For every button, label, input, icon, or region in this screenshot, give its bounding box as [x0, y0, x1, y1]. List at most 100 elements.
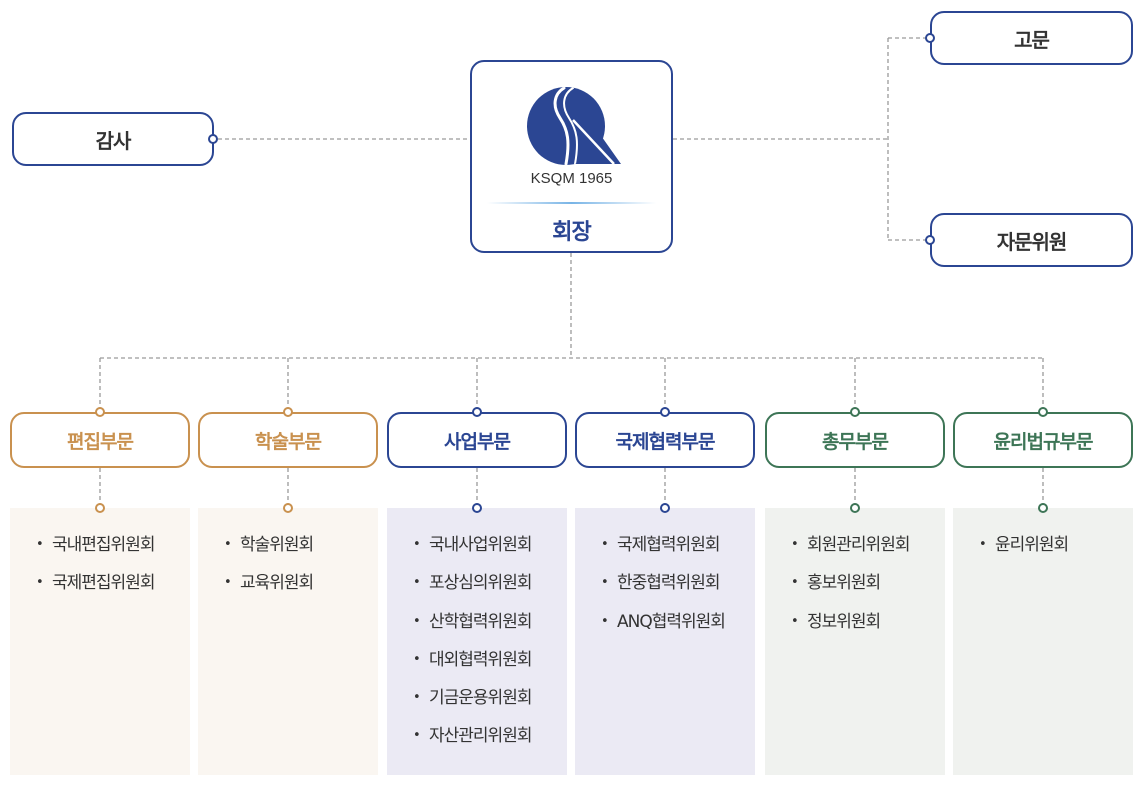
committee-label: 회원관리위원회 [807, 534, 910, 555]
committee-list: • 윤리위원회 [979, 526, 1133, 564]
bullet-icon: • [413, 651, 421, 667]
department-node[interactable]: 편집부문 [10, 412, 190, 468]
audit-node[interactable]: 감사 [12, 112, 214, 166]
committee-label: 산학협력위원회 [429, 611, 532, 632]
panel-top-connector-dot [283, 503, 293, 513]
department-node[interactable]: 학술부문 [198, 412, 378, 468]
committee-item[interactable]: • 정보위원회 [791, 603, 945, 641]
advisor-node[interactable]: 고문 [930, 11, 1133, 65]
committee-item[interactable]: • 산학협력위원회 [413, 603, 567, 641]
department-label: 편집부문 [67, 430, 134, 453]
dept-top-connector-dot [283, 407, 293, 417]
committee-item[interactable]: • 홍보위원회 [791, 564, 945, 602]
committee-label: ANQ협력위원회 [617, 611, 726, 632]
bullet-icon: • [601, 613, 609, 629]
committee-label: 교육위원회 [240, 573, 314, 593]
department-label: 총무부문 [822, 430, 889, 453]
committee-item[interactable]: • 국제협력위원회 [601, 526, 755, 564]
panel-top-connector-dot [850, 503, 860, 513]
committee-item[interactable]: • 한중협력위원회 [601, 564, 755, 602]
panel-top-connector-dot [95, 503, 105, 513]
bullet-icon: • [36, 575, 44, 591]
committee-label: 정보위원회 [807, 611, 881, 632]
committee-list: • 학술위원회 • 교육위원회 [224, 526, 378, 603]
bullet-icon: • [36, 537, 44, 552]
panel-top-connector-dot [660, 503, 670, 513]
department-label: 윤리법규부문 [993, 430, 1094, 453]
dept-top-connector-dot [660, 407, 670, 417]
divider [487, 202, 656, 204]
committee-label: 국내사업위원회 [429, 534, 532, 555]
committee-label: 윤리위원회 [995, 534, 1069, 555]
bullet-icon: • [601, 575, 609, 591]
dept-top-connector-dot [1038, 407, 1048, 417]
dept-top-connector-dot [95, 407, 105, 417]
bullet-icon: • [413, 537, 421, 552]
bullet-icon: • [224, 537, 232, 552]
advisor-connector-dot [925, 33, 935, 43]
audit-label: 감사 [95, 128, 132, 153]
committee-label: 국제협력위원회 [617, 534, 720, 555]
bullet-icon: • [791, 613, 799, 629]
committee-item[interactable]: • 회원관리위원회 [791, 526, 945, 564]
bullet-icon: • [413, 613, 421, 629]
bullet-icon: • [413, 690, 421, 705]
committee-panel: • 국제협력위원회 • 한중협력위원회 • ANQ협력위원회 [575, 508, 755, 775]
president-node[interactable]: KSQM 1965 회장 [470, 60, 673, 253]
advisory-committee-connector-dot [925, 235, 935, 245]
committee-label: 한중협력위원회 [617, 573, 720, 593]
committee-item[interactable]: • ANQ협력위원회 [601, 603, 755, 641]
department-label: 사업부문 [444, 430, 511, 453]
dept-top-connector-dot [472, 407, 482, 417]
committee-panel: • 국내편집위원회 • 국제편집위원회 [10, 508, 190, 775]
panel-top-connector-dot [472, 503, 482, 513]
bullet-icon: • [224, 575, 232, 591]
bullet-icon: • [413, 575, 421, 591]
committee-item[interactable]: • 국제편집위원회 [36, 564, 190, 602]
committee-label: 홍보위원회 [807, 573, 881, 593]
committee-list: • 국내편집위원회 • 국제편집위원회 [36, 526, 190, 603]
committee-label: 대외협력위원회 [429, 649, 532, 670]
department-node[interactable]: 총무부문 [765, 412, 945, 468]
committee-item[interactable]: • 윤리위원회 [979, 526, 1133, 564]
bullet-icon: • [979, 537, 987, 552]
bullet-icon: • [601, 537, 609, 552]
committee-list: • 국제협력위원회 • 한중협력위원회 • ANQ협력위원회 [601, 526, 755, 641]
committee-label: 포상심의위원회 [429, 573, 532, 593]
committee-label: 국제편집위원회 [52, 573, 155, 593]
logo-caption: KSQM 1965 [530, 170, 613, 187]
committee-item[interactable]: • 학술위원회 [224, 526, 378, 564]
committee-panel: • 국내사업위원회 • 포상심의위원회 • 산학협력위원회 • 대외협력위원회 • 기금운용위원회… [387, 508, 567, 775]
advisor-label: 고문 [1014, 27, 1050, 52]
committee-list: • 회원관리위원회 • 홍보위원회 • 정보위원회 [791, 526, 945, 641]
advisory-committee-node[interactable]: 자문위원 [930, 213, 1133, 267]
department-node[interactable]: 윤리법규부문 [953, 412, 1133, 468]
bullet-icon: • [791, 537, 799, 552]
committee-label: 학술위원회 [240, 534, 314, 555]
committee-item[interactable]: • 대외협력위원회 [413, 641, 567, 679]
committee-item[interactable]: • 국내사업위원회 [413, 526, 567, 564]
committee-label: 자산관리위원회 [429, 726, 532, 746]
department-label: 학술부문 [255, 430, 322, 453]
committee-label: 기금운용위원회 [429, 687, 532, 708]
committee-list: • 국내사업위원회 • 포상심의위원회 • 산학협력위원회 • 대외협력위원회 • 기금운용위원회… [413, 526, 567, 756]
committee-item[interactable]: •자산관리위원회 [413, 717, 567, 755]
department-node[interactable]: 사업부문 [387, 412, 567, 468]
committee-item[interactable]: • 포상심의위원회 [413, 564, 567, 602]
committee-panel: • 윤리위원회 [953, 508, 1133, 775]
department-node[interactable]: 국제협력부문 [575, 412, 755, 468]
bullet-icon: • [791, 575, 799, 591]
committee-item[interactable]: • 기금운용위원회 [413, 679, 567, 717]
committee-item[interactable]: • 교육위원회 [224, 564, 378, 602]
dept-top-connector-dot [850, 407, 860, 417]
advisory-committee-label: 자문위원 [996, 229, 1068, 254]
audit-connector-dot [208, 134, 218, 144]
committee-item[interactable]: • 국내편집위원회 [36, 526, 190, 564]
panel-top-connector-dot [1038, 503, 1048, 513]
department-label: 국제협력부문 [615, 430, 716, 453]
president-title: 회장 [552, 220, 591, 245]
committee-panel: • 회원관리위원회 • 홍보위원회 • 정보위원회 [765, 508, 945, 775]
ksqm-logo-icon [527, 87, 621, 165]
committee-label: 국내편집위원회 [52, 534, 155, 555]
